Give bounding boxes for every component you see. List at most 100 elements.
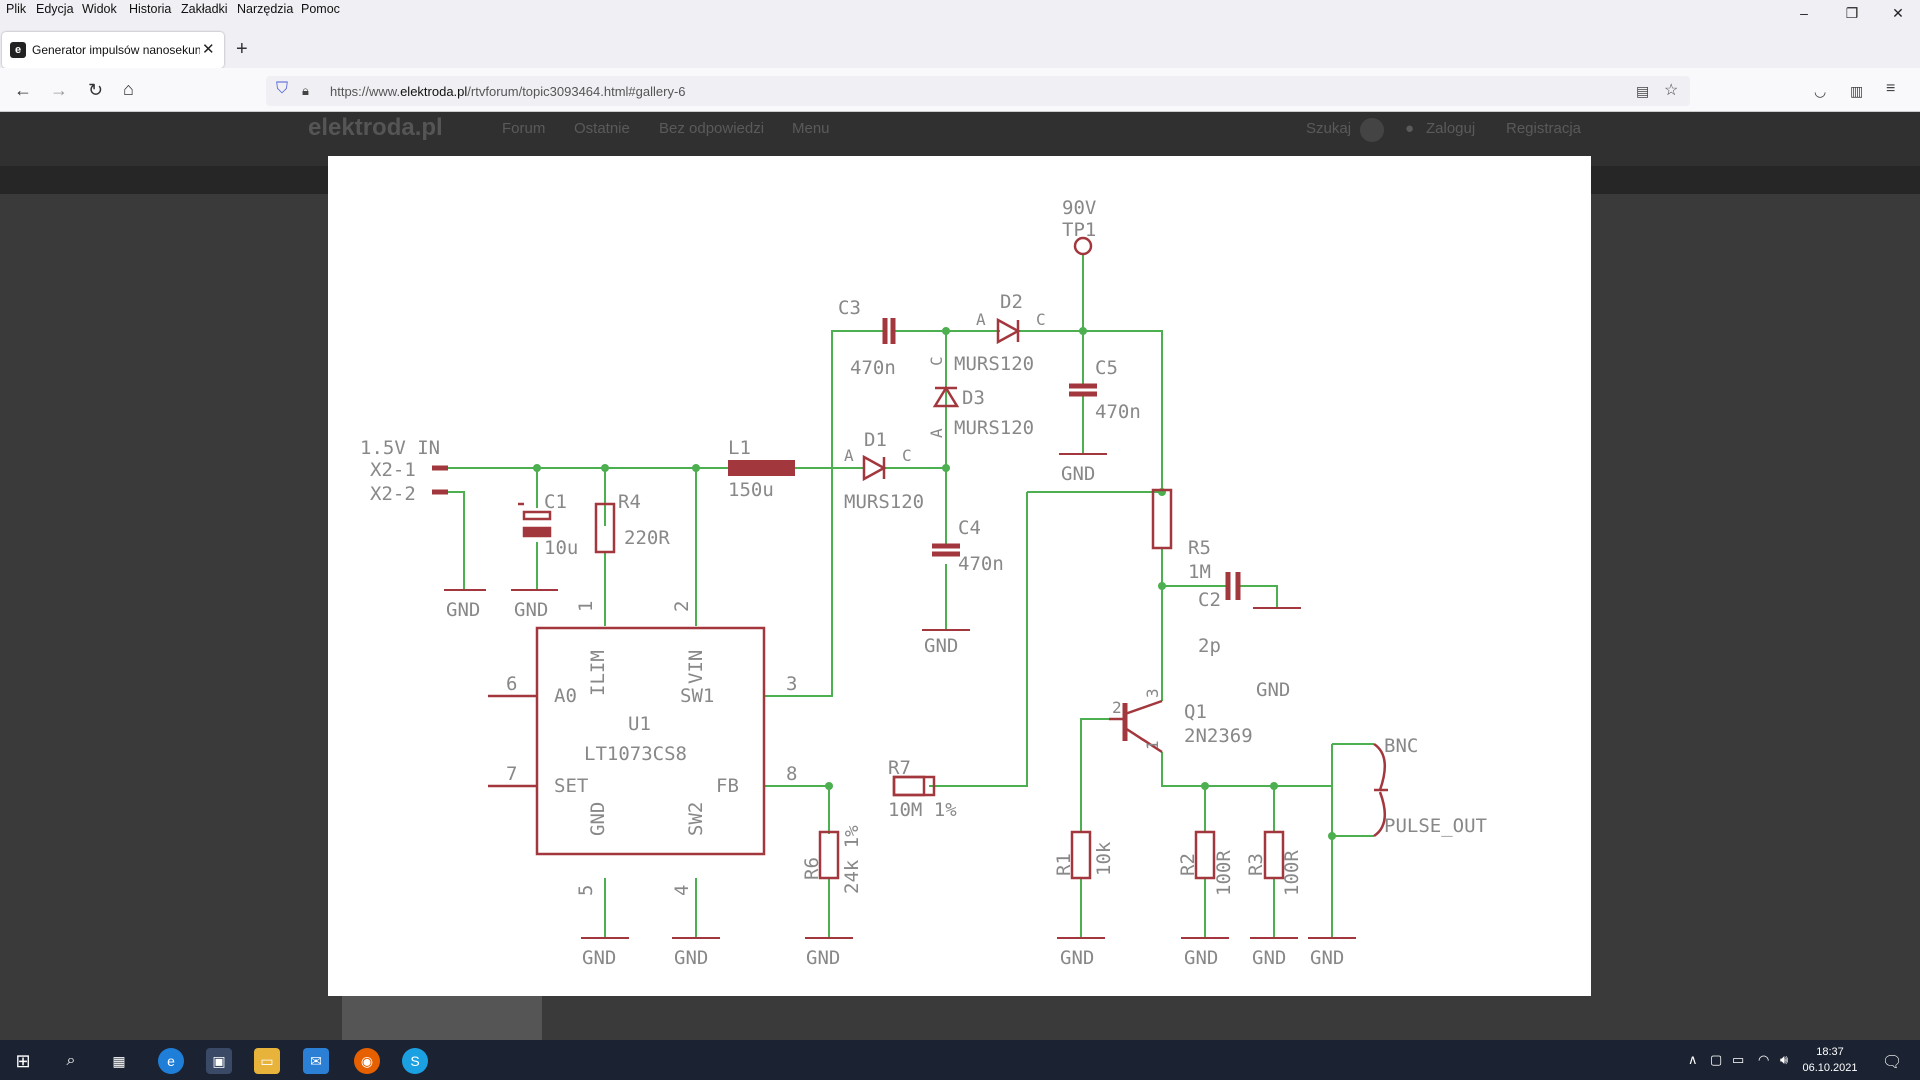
close-window-button[interactable]: ✕ <box>1892 5 1904 21</box>
menu-historia[interactable]: Historia <box>129 2 172 16</box>
notification-icon[interactable]: 🗨︎ <box>1882 1054 1903 1071</box>
label-q1-pin3: 3 <box>1143 688 1162 698</box>
task-view-icon[interactable]: ▦ <box>112 1053 126 1069</box>
sidebar-icon[interactable]: ▥ <box>1850 83 1864 99</box>
store-icon[interactable]: ▣ <box>206 1048 232 1074</box>
restore-button[interactable]: ❐ <box>1845 5 1859 21</box>
new-tab-button[interactable]: + <box>236 38 248 60</box>
label-tp1-voltage: 90V <box>1062 197 1096 219</box>
label-c2-value: 2p <box>1198 635 1221 657</box>
reader-view-icon[interactable]: ▤ <box>1636 83 1650 99</box>
url-host: elektroda.pl <box>400 84 468 99</box>
site-register-link[interactable]: Registracja <box>1506 120 1582 137</box>
label-gnd-bnc: GND <box>1310 947 1344 969</box>
label-l1: L1 <box>728 437 751 459</box>
site-logo[interactable]: elektroda.pl <box>308 114 443 141</box>
label-supply: 1.5V IN <box>360 437 440 459</box>
tp1-symbol <box>1073 236 1093 256</box>
label-r6: R6 <box>801 857 823 880</box>
system-clock[interactable]: 18:37 06.10.2021 <box>1790 1044 1870 1076</box>
back-button[interactable]: ← <box>14 80 32 100</box>
menu-widok[interactable]: Widok <box>82 2 117 16</box>
browser-tab[interactable]: e Generator impulsów nanosekun ✕ <box>2 32 224 68</box>
label-d1-cathode: C <box>902 446 912 465</box>
label-r4-value: 220R <box>624 527 670 549</box>
schematic-image: 1.5V IN X2-1 X2-2 GND GND C1 10u R4 220R… <box>328 156 1591 996</box>
label-pin-a0: A0 <box>554 685 577 707</box>
file-explorer-icon[interactable]: ▭ <box>254 1048 280 1074</box>
label-r1-value: 10k <box>1093 841 1115 876</box>
site-nav-forum[interactable]: Forum <box>502 120 546 137</box>
schematic-labels: 1.5V IN X2-1 X2-2 GND GND C1 10u R4 220R… <box>360 197 1487 969</box>
label-gnd-c5: GND <box>1061 463 1095 485</box>
l1-symbol <box>728 460 795 476</box>
label-pin-fb: FB <box>716 775 739 797</box>
tray-chevron-icon[interactable]: ∧ <box>1688 1052 1698 1067</box>
site-search-icon[interactable] <box>1360 118 1384 142</box>
reload-button[interactable]: ↻ <box>88 80 104 100</box>
label-d1-part: MURS120 <box>844 491 924 513</box>
bookmark-star-icon[interactable]: ☆ <box>1664 82 1679 99</box>
site-user-icon[interactable]: ● <box>1405 120 1415 137</box>
label-c5-value: 470n <box>1095 401 1141 423</box>
label-pin6: 6 <box>506 673 517 695</box>
volume-icon[interactable]: 🔊︎ <box>1780 1052 1789 1067</box>
address-bar[interactable] <box>266 76 1690 106</box>
label-c1: C1 <box>544 491 567 513</box>
label-pin-sw1: SW1 <box>680 685 714 707</box>
minimize-button[interactable]: – <box>1800 5 1808 21</box>
menu-pomoc[interactable]: Pomoc <box>301 2 340 16</box>
site-nav-ostatnie[interactable]: Ostatnie <box>574 120 630 137</box>
label-gnd-pin4: GND <box>674 947 708 969</box>
battery-icon[interactable]: ▭ <box>1732 1052 1745 1067</box>
label-gnd-r6: GND <box>806 947 840 969</box>
menu-narzedzia[interactable]: Narzędzia <box>237 2 294 16</box>
lock-icon[interactable]: 🔒︎ <box>302 83 309 98</box>
tray-device-icon[interactable]: ▢ <box>1710 1052 1723 1067</box>
site-nav-bez-odpowiedzi[interactable]: Bez odpowiedzi <box>659 120 765 137</box>
shield-icon[interactable]: ⛉ <box>276 80 289 97</box>
label-pin-ilim: ILIM <box>587 650 609 696</box>
label-d2-part: MURS120 <box>954 353 1034 375</box>
label-pulse-out: PULSE_OUT <box>1384 815 1487 837</box>
label-r2: R2 <box>1177 853 1199 876</box>
gallery-thumbnail[interactable] <box>342 994 542 1040</box>
skype-icon[interactable]: S <box>402 1048 428 1074</box>
menu-hamburger-icon[interactable]: ≡ <box>1886 80 1896 97</box>
url-path: /rtvforum/topic3093464.html#gallery-6 <box>467 84 686 99</box>
label-u1-part: LT1073CS8 <box>584 743 687 765</box>
menu-zakladki[interactable]: Zakładki <box>181 2 228 16</box>
label-c3-value: 470n <box>850 357 896 379</box>
label-c2: C2 <box>1198 589 1221 611</box>
mail-icon[interactable]: ✉ <box>303 1048 329 1074</box>
home-button[interactable]: ⌂ <box>123 79 134 99</box>
label-r6-value: 24k 1% <box>841 825 863 894</box>
label-r1: R1 <box>1053 853 1075 876</box>
firefox-icon[interactable]: ◉ <box>354 1048 380 1074</box>
label-c4: C4 <box>958 517 981 539</box>
label-gnd-c1: GND <box>514 599 548 621</box>
url-text[interactable]: https://www.elektroda.pl/rtvforum/topic3… <box>330 84 686 99</box>
menu-edycja[interactable]: Edycja <box>36 2 74 16</box>
label-pin4: 4 <box>671 885 693 896</box>
windows-start-icon[interactable]: ⊞ <box>15 1051 31 1071</box>
label-l1-value: 150u <box>728 479 774 501</box>
edge-icon[interactable]: e <box>158 1048 184 1074</box>
forward-button[interactable]: → <box>50 80 68 100</box>
pocket-icon[interactable]: ◡ <box>1814 83 1827 99</box>
menu-plik[interactable]: Plik <box>6 2 27 16</box>
label-pin3: 3 <box>786 673 797 695</box>
d3-symbol <box>932 385 960 408</box>
wifi-icon[interactable]: ◠ <box>1758 1052 1770 1067</box>
label-x2-2: X2-2 <box>370 483 416 505</box>
label-d2: D2 <box>1000 291 1023 313</box>
label-pin2: 2 <box>671 601 693 612</box>
site-search-link[interactable]: Szukaj <box>1306 120 1352 137</box>
r7-symbol <box>892 775 926 797</box>
url-protocol: https://www. <box>330 84 401 99</box>
site-nav-menu[interactable]: Menu <box>792 120 830 137</box>
site-login-link[interactable]: Zaloguj <box>1426 120 1476 137</box>
label-d3-cathode: C <box>927 356 946 366</box>
tab-close-icon[interactable]: ✕ <box>202 41 215 58</box>
search-icon[interactable]: ⌕ <box>66 1052 76 1069</box>
